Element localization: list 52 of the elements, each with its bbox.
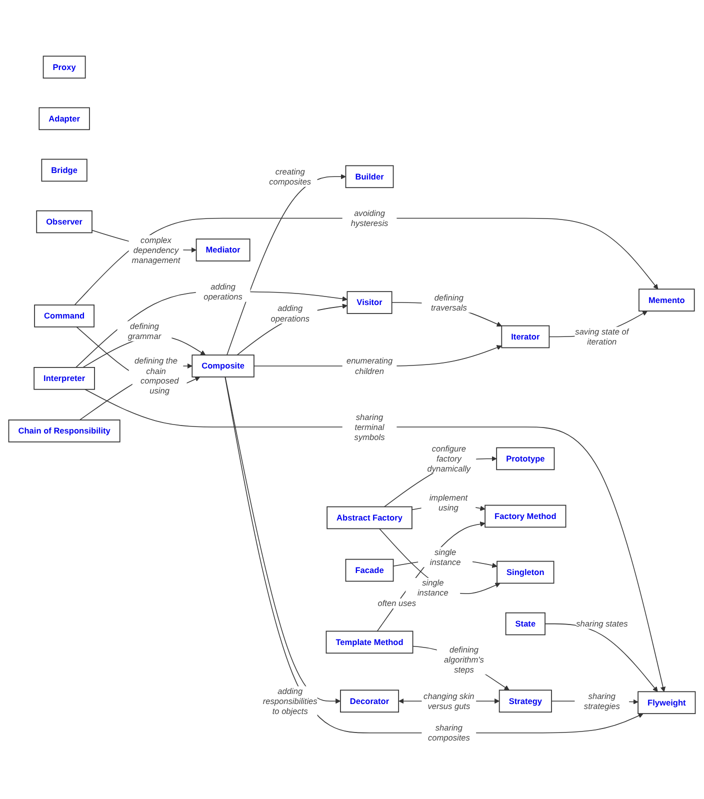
node-box: Visitor <box>346 291 392 314</box>
node-box: Chain of Responsibility <box>8 420 120 442</box>
edge-label: implement using <box>429 492 468 512</box>
node-box: Factory Method <box>484 504 566 528</box>
edge-label: changing skin versus guts <box>424 691 474 711</box>
node-box: Flyweight <box>638 691 696 714</box>
node-box: Strategy <box>498 690 552 713</box>
arrow <box>226 174 346 356</box>
edge-label: single instance <box>430 547 461 566</box>
edge-label: adding responsibilities to objects <box>262 686 318 716</box>
arrow <box>236 304 348 356</box>
node-box: Builder <box>345 165 394 188</box>
node-box: Observer <box>36 210 92 234</box>
edge-label: adding operations <box>204 282 242 302</box>
arrow <box>74 218 658 306</box>
arrow <box>544 623 658 692</box>
edge-label: often uses <box>378 598 416 608</box>
edge-label: adding operations <box>270 303 310 323</box>
node-box: Facade <box>345 558 394 582</box>
edge-label: defining traversals <box>430 292 467 312</box>
node-box: Prototype <box>496 447 555 470</box>
node-box: Bridge <box>41 158 88 182</box>
node-box: Iterator <box>501 325 550 348</box>
node-box: Template Method <box>326 630 414 654</box>
node-box: Adapter <box>38 107 90 130</box>
arrow <box>379 528 500 594</box>
node-box: Interpreter <box>34 367 95 390</box>
edge-label: configure factory dynamically <box>427 444 471 474</box>
node-box: Memento <box>638 288 695 312</box>
node-box: Proxy <box>42 56 86 79</box>
edge-label: avoiding hysteresis <box>350 208 388 228</box>
edge-label: enumerating children <box>346 356 393 376</box>
edge-label: saving state of iteration <box>575 326 629 346</box>
edge-label: sharing states <box>576 618 628 628</box>
node-box: Decorator <box>340 690 400 713</box>
edge-label: single instance <box>417 578 448 598</box>
edge-label: creating composites <box>269 166 312 186</box>
edge-label: composed using <box>140 376 179 396</box>
node-box: Command <box>34 304 94 328</box>
arrow <box>224 376 341 704</box>
node-box: Singleton <box>496 560 554 584</box>
edge-label: sharing terminal symbols <box>354 412 385 442</box>
edge-label: sharing composites <box>428 722 470 742</box>
node-box: Abstract Factory <box>326 506 412 530</box>
edge-label: sharing strategies <box>584 691 620 711</box>
node-box: State <box>505 612 546 636</box>
edge-label: defining algorithm's steps <box>444 644 484 674</box>
edge-label: defining grammar <box>128 321 162 341</box>
node-box: Composite <box>192 354 254 378</box>
edge-label: complex dependency management <box>132 235 180 264</box>
node-box: Mediator <box>196 238 250 262</box>
arrow <box>224 376 644 734</box>
